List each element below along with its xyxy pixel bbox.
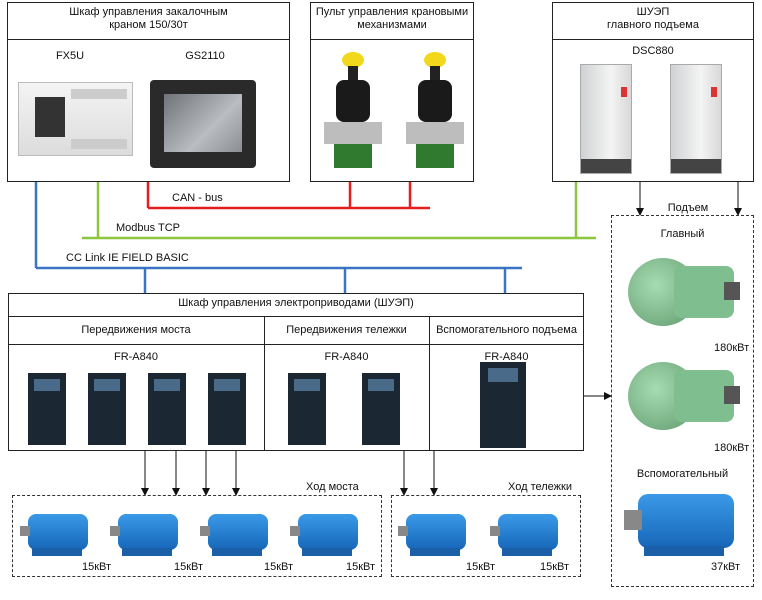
section-trolley-model: FR-A840 — [324, 351, 369, 363]
bridge-motor-1-image — [20, 508, 90, 558]
control-cabinet-title-2: краном 150/30т — [109, 19, 188, 31]
bridge-motor-1-power: 15кВт — [82, 561, 112, 573]
remote-panel-title-2: механизмами — [357, 19, 427, 31]
trolley-motor-1-image — [398, 508, 468, 558]
hoist-main-label: Главный — [660, 228, 705, 240]
hoist-aux-label: Вспомогательный — [636, 468, 729, 480]
bridge-motor-3-power: 15кВт — [264, 561, 294, 573]
cclink-label: CC Link IE FIELD BASIC — [66, 252, 189, 264]
plc-image — [18, 82, 133, 156]
can-bus-line — [146, 181, 430, 210]
section-aux-hoist-model: FR-A840 — [484, 351, 529, 363]
section-trolley-label: Передвижения тележки — [286, 324, 407, 336]
hoist-group-box — [611, 215, 754, 587]
bridge-group-title: Ход моста — [306, 481, 359, 493]
bridge-motor-3-image — [200, 508, 270, 558]
main-hoist-power-1: 180кВт — [714, 342, 750, 354]
inverter-bridge-4 — [208, 373, 246, 445]
remote-panel-title-1: Пульт управления крановыми — [315, 6, 469, 18]
main-hoist-motor-2-image — [628, 356, 742, 440]
hoist-arrows — [584, 181, 742, 400]
section-aux-hoist-label: Вспомогательного подъема — [436, 324, 577, 336]
trolley-group-title: Ход тележки — [508, 481, 572, 493]
main-hoist-power-2: 180кВт — [714, 442, 750, 454]
inverter-bridge-3 — [148, 373, 186, 445]
inverter-bridge-1 — [28, 373, 66, 445]
trolley-group-box — [391, 495, 581, 577]
main-hoist-drive-title-1: ШУЭП — [636, 6, 670, 18]
dsc880-model-label: DSC880 — [632, 45, 674, 57]
dsc880-image-2 — [670, 64, 722, 174]
bridge-motor-4-image — [290, 508, 360, 558]
aux-hoist-power: 37кВт — [711, 561, 741, 573]
bridge-group-box — [12, 495, 382, 577]
inverter-trolley-1 — [288, 373, 326, 445]
modbus-label: Modbus TCP — [116, 222, 180, 234]
inverter-trolley-2 — [362, 373, 400, 445]
hmi-model-label: GS2110 — [185, 50, 225, 62]
joystick-left-image — [322, 52, 384, 170]
bridge-motor-2-power: 15кВт — [174, 561, 204, 573]
main-hoist-drive-title-2: главного подъема — [607, 19, 699, 31]
control-cabinet-title-1: Шкаф управления закалочным — [69, 6, 228, 18]
hmi-image — [150, 80, 256, 168]
inverter-aux-hoist — [480, 362, 526, 448]
plc-model-label: FX5U — [55, 50, 85, 62]
aux-hoist-motor-image — [624, 486, 740, 560]
section-bridge-model: FR-A840 — [113, 351, 159, 363]
bridge-motor-2-image — [110, 508, 180, 558]
hoist-group-title: Подъем — [648, 202, 728, 215]
can-bus-label: CAN - bus — [172, 192, 223, 204]
bridge-motor-4-power: 15кВт — [346, 561, 376, 573]
trolley-motor-1-power: 15кВт — [466, 561, 496, 573]
modbus-line — [82, 181, 596, 240]
cclink-line — [34, 181, 522, 293]
joystick-right-image — [404, 52, 466, 170]
dsc880-image-1 — [580, 64, 632, 174]
trolley-motor-2-power: 15кВт — [540, 561, 570, 573]
motor-arrows — [141, 451, 438, 496]
inverter-bridge-2 — [88, 373, 126, 445]
drive-cabinet-title: Шкаф управления электроприводами (ШУЭП) — [178, 297, 414, 309]
main-hoist-motor-1-image — [628, 252, 742, 336]
trolley-motor-2-image — [490, 508, 560, 558]
section-bridge-label: Передвижения моста — [81, 324, 191, 336]
